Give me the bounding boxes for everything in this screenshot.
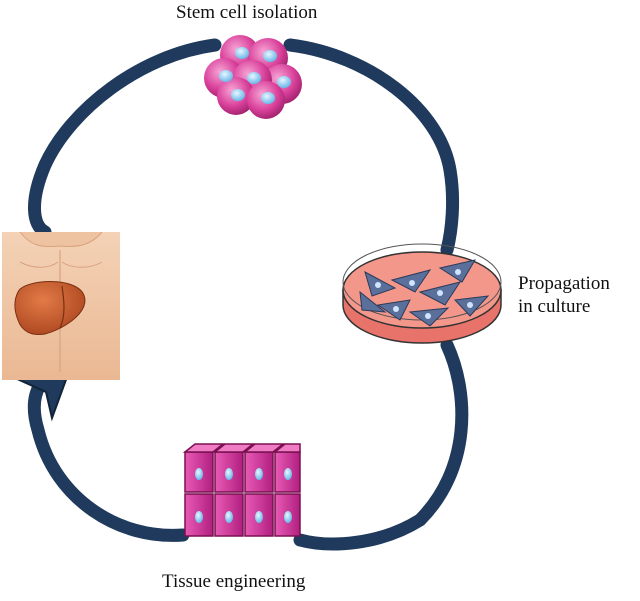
arc-top-left [28,38,222,239]
torso-liver-illustration [2,231,120,380]
propagation-label: Propagation in culture [518,273,610,319]
arc-top-right [283,38,460,257]
arc-bottom-left [27,378,190,542]
stem-cell-cluster [204,35,302,119]
arc-bottom-right [293,338,469,551]
tissue-engineering-label: Tissue engineering [162,571,306,592]
cycle-arrow [27,38,469,551]
tissue-blocks [182,443,301,537]
culture-dish [342,243,502,344]
propagation-label-line1: Propagation [518,273,610,294]
liver-icon [14,281,86,335]
propagation-label-line2: in culture [518,295,591,317]
stem-cell-isolation-label: Stem cell isolation [176,2,318,23]
